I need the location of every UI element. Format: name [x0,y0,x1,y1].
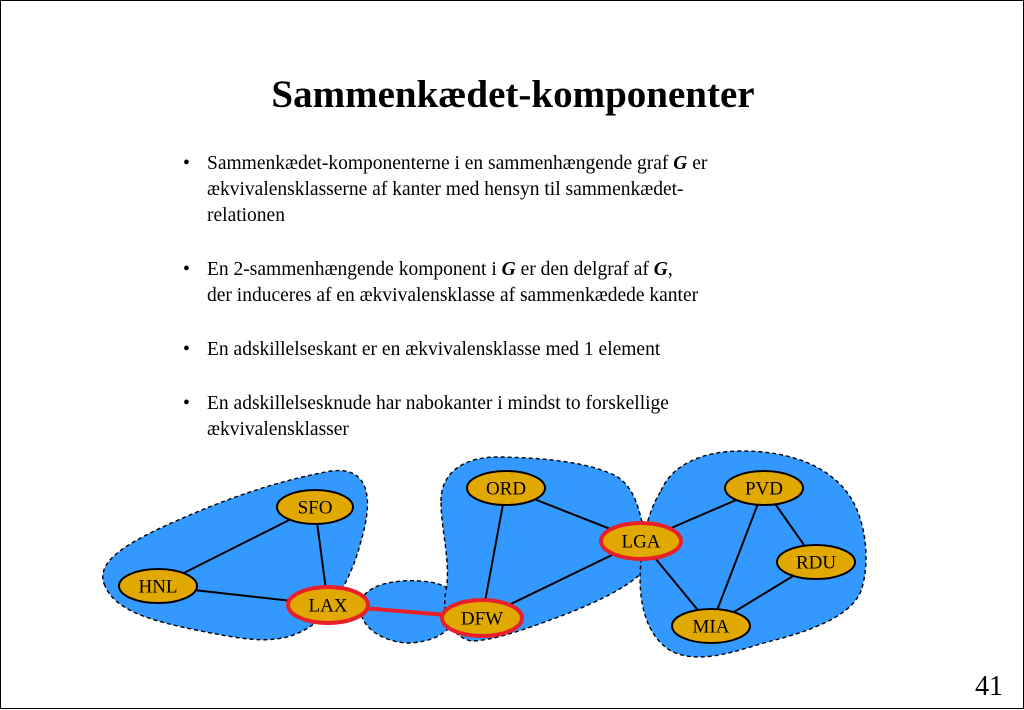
bullet-2-line-1: En 2-sammenhængende komponent i G er den… [207,257,843,283]
node-pvd [724,470,804,506]
node-dfw-articulation [440,598,524,638]
node-label-pvd: PVD [745,479,783,500]
edge-ord-dfw [481,487,507,619]
bullet-4-line-1: En adskillelsesknude har nabokanter i mi… [207,393,669,414]
bullet-1-text-b: er [687,153,708,174]
node-sfo [276,489,354,525]
bullet-1-line-2: ækvivalensklasserne af kanter med hensyn… [207,179,684,200]
node-lga-articulation [599,521,683,561]
bullet-marker: • [183,339,190,360]
bullet-4-line-2: ækvivalensklasser [207,419,349,440]
node-hnl [118,568,198,604]
bullet-list: • Sammenkædet-komponenterne i en sammenh… [183,151,843,443]
node-mia [671,608,751,644]
bullet-item-4: • En adskillelsesknude har nabokanter i … [183,391,843,443]
bullet-item-2: • En 2-sammenhængende komponent i G er d… [183,257,843,309]
node-label-ord: ORD [486,479,526,500]
node-rdu [776,544,856,580]
bullet-2-line-2: der induceres af en ækvivalensklasse af … [207,285,699,306]
bullet-item-3: • En adskillelseskant er en ækvivalenskl… [183,337,843,363]
bullet-1-text-a: Sammenkædet-komponenterne i en sammenhæn… [207,153,674,174]
node-label-rdu: RDU [796,553,836,574]
slide-title: Sammenkædet-komponenter [271,73,755,116]
node-label-sfo: SFO [298,498,333,519]
edge-pvd-mia [710,487,765,627]
bullet-marker: • [183,259,190,280]
bullet-item-1: • Sammenkædet-komponenterne i en sammenh… [183,151,843,229]
graph-variable: G [673,153,688,174]
node-lax-articulation [286,585,370,625]
bullet-2-text-a: En 2-sammenhængende komponent i [207,259,502,280]
graph-variable: G [501,259,516,280]
bullet-3-line-1: En adskillelseskant er en ækvivalensklas… [207,339,661,360]
component-blob-east [639,450,867,658]
bullet-1-line-1: Sammenkædet-komponenterne i en sammenhæn… [207,151,843,177]
node-label-lga: LGA [621,532,660,553]
bullet-1-line-3: relationen [207,205,285,226]
bullet-2-text-b: er den delgraf af [515,259,654,280]
bullet-marker: • [183,393,190,414]
node-label-hnl: HNL [138,577,177,598]
bullet-2-text-c: , [667,259,673,280]
bullet-marker: • [183,153,190,174]
page-number: 41 [975,671,1003,702]
node-label-mia: MIA [693,617,730,638]
node-ord [466,470,546,506]
graph-variable: G [653,259,668,280]
node-label-lax: LAX [308,596,347,617]
node-label-dfw: DFW [461,609,503,630]
